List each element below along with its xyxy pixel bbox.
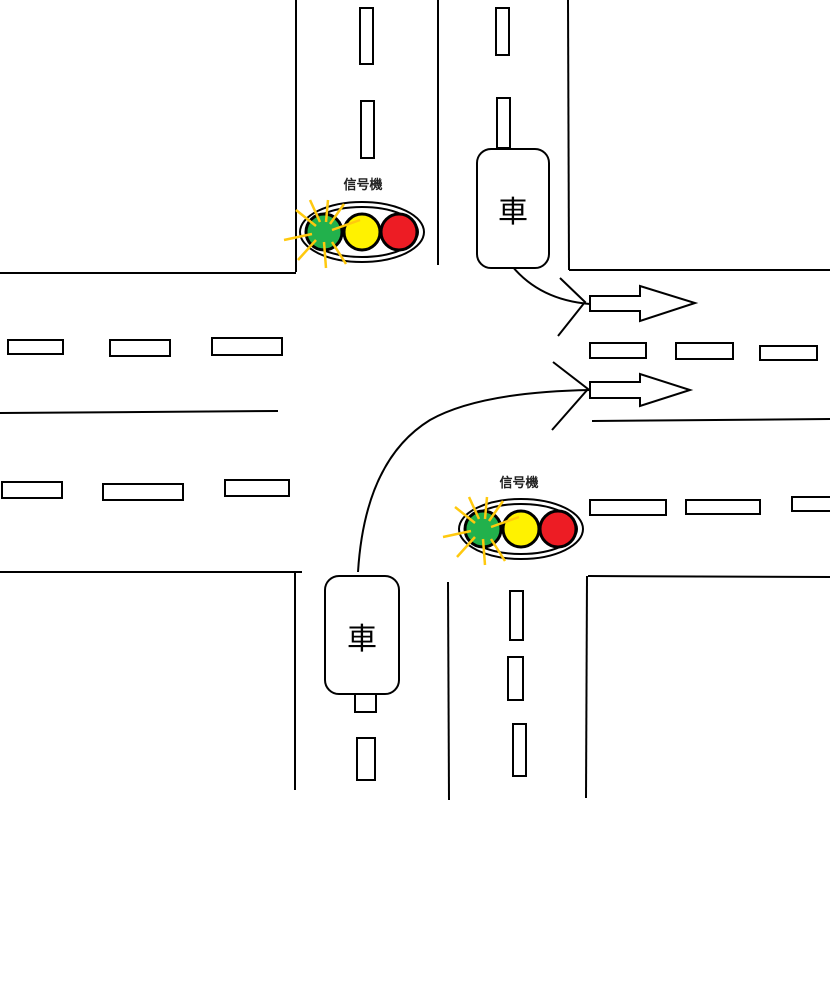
glow-ray (456, 536, 476, 558)
glow-ray (328, 203, 346, 225)
lane-markings (1, 7, 830, 781)
glow-ray (297, 239, 317, 261)
glow-ray (467, 496, 481, 520)
glow-ray (283, 232, 313, 242)
traffic-light-label: 信号機 (343, 178, 383, 193)
glow-ray (330, 241, 348, 265)
yellow-light (501, 509, 541, 549)
glow-ray (454, 506, 476, 524)
glow-ray (481, 538, 487, 566)
glow-ray (324, 199, 330, 223)
glow-ray (487, 500, 505, 522)
glow-ray (489, 538, 507, 562)
glow-ray (308, 199, 322, 223)
red-light (379, 212, 419, 252)
car-label: 車 (347, 622, 377, 657)
road-edges (0, 0, 830, 801)
car-top (476, 148, 550, 269)
glow-ray (442, 529, 472, 539)
glow-ray (331, 218, 361, 232)
car-bottom (324, 575, 400, 713)
traffic-light-top (283, 199, 425, 269)
traffic-light-label: 信号機 (499, 476, 539, 491)
yellow-light (342, 212, 382, 252)
car-label: 車 (498, 195, 528, 230)
glow-ray (490, 515, 520, 529)
direction-arrow (589, 372, 694, 408)
glow-ray (295, 209, 317, 227)
red-light (538, 509, 578, 549)
glow-ray (322, 241, 328, 269)
traffic-light-bottom (442, 496, 584, 566)
car-paths (357, 265, 591, 573)
direction-arrow (589, 284, 699, 323)
glow-ray (483, 496, 489, 520)
